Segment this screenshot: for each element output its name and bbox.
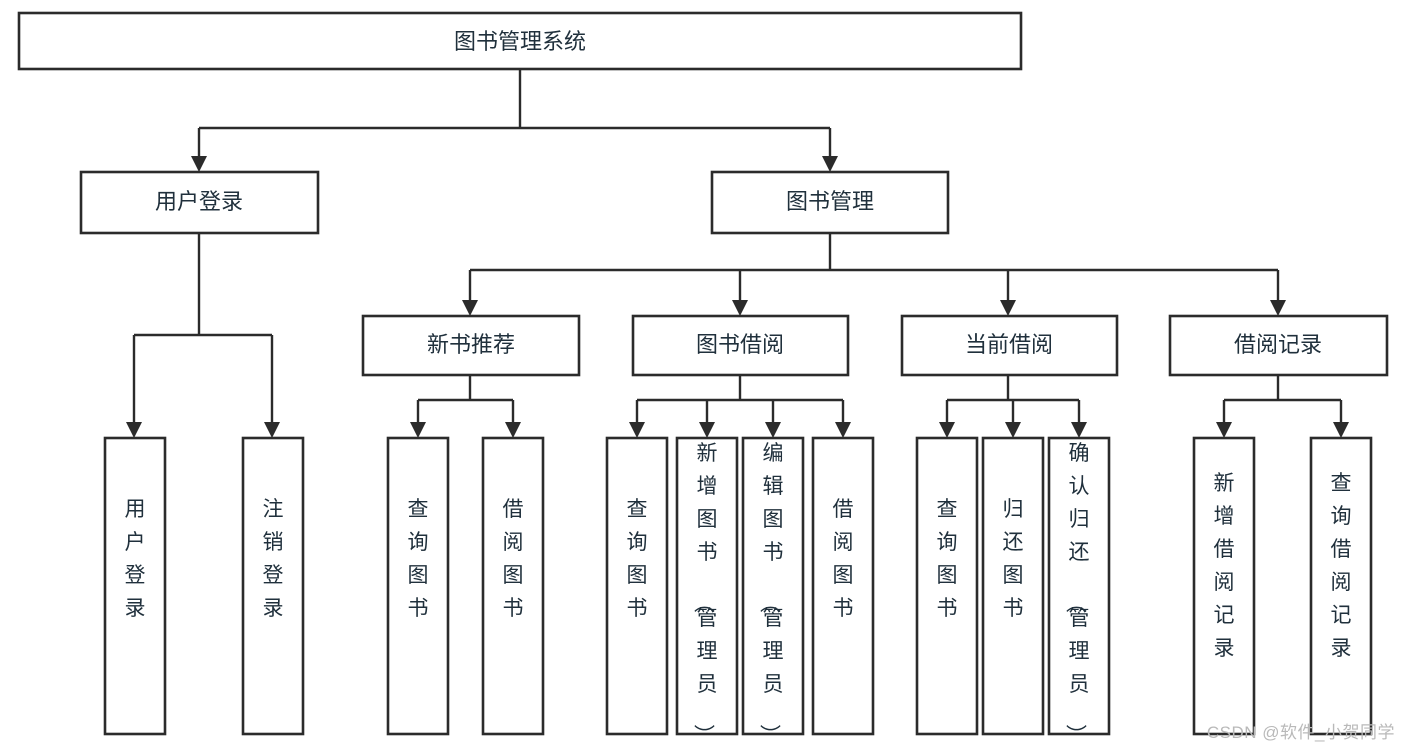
leaf-query-book-1-box[interactable] xyxy=(386,436,450,736)
leaf-query-book-3-box[interactable] xyxy=(915,436,979,736)
node-leaf-query-book-3[interactable]: 查询图书 xyxy=(915,436,979,736)
leaf-edit-book-label: 编辑图书（管理员） xyxy=(758,442,784,745)
leaf-confirm-return-label: 确认归还（管理员） xyxy=(1064,442,1090,745)
node-book-management[interactable]: 图书管理 xyxy=(710,170,950,235)
leaf-query-book-1-label: 查询图书 xyxy=(408,498,429,620)
node-leaf-user-login[interactable]: 用户登录 xyxy=(103,436,167,736)
leaf-logout-login-box[interactable] xyxy=(241,436,305,736)
node-leaf-edit-book[interactable]: 编辑图书（管理员） xyxy=(741,436,805,745)
node-leaf-return-book[interactable]: 归还图书 xyxy=(981,436,1045,736)
leaf-user-login-box[interactable] xyxy=(103,436,167,736)
leaf-borrow-book-2-label: 借阅图书 xyxy=(833,498,854,620)
leaf-logout-login-label: 注销登录 xyxy=(263,498,284,620)
connector-borrow-record-to-leaves xyxy=(1216,375,1349,438)
leaf-query-book-2-box[interactable] xyxy=(605,436,669,736)
leaf-add-book-box[interactable] xyxy=(675,436,739,736)
current-borrow-box[interactable] xyxy=(900,314,1119,377)
node-leaf-query-borrow-record[interactable]: 查询借阅记录 xyxy=(1309,436,1373,736)
leaf-return-book-box[interactable] xyxy=(981,436,1045,736)
node-leaf-borrow-book-1[interactable]: 借阅图书 xyxy=(481,436,545,736)
connector-root-to-level2 xyxy=(191,69,838,172)
leaf-return-book-label: 归还图书 xyxy=(1003,498,1024,620)
new-book-recommend-box[interactable] xyxy=(361,314,581,377)
node-leaf-logout-login[interactable]: 注销登录 xyxy=(241,436,305,736)
node-root[interactable]: 图书管理系统 xyxy=(17,11,1023,71)
leaf-borrow-book-2-box[interactable] xyxy=(811,436,875,736)
book-borrow-label: 图书借阅 xyxy=(696,332,784,357)
leaf-add-borrow-record-box[interactable] xyxy=(1192,436,1256,736)
node-current-borrow[interactable]: 当前借阅 xyxy=(900,314,1119,377)
leaf-user-login-label: 用户登录 xyxy=(125,498,146,620)
leaf-query-borrow-record-box[interactable] xyxy=(1309,436,1373,736)
leaf-query-borrow-record-label: 查询借阅记录 xyxy=(1331,472,1352,660)
user-login-label: 用户登录 xyxy=(155,189,243,214)
leaf-edit-book-box[interactable] xyxy=(741,436,805,736)
leaf-add-borrow-record-label: 新增借阅记录 xyxy=(1214,472,1235,660)
new-book-recommend-label: 新书推荐 xyxy=(427,332,515,357)
node-leaf-borrow-book-2[interactable]: 借阅图书 xyxy=(811,436,875,736)
connector-current-borrow-to-leaves xyxy=(939,375,1087,438)
borrow-record-label: 借阅记录 xyxy=(1234,332,1322,357)
root-label: 图书管理系统 xyxy=(454,29,586,54)
node-leaf-add-book[interactable]: 新增图书（管理员） xyxy=(675,436,739,745)
book-management-label: 图书管理 xyxy=(786,189,874,214)
node-leaf-add-borrow-record[interactable]: 新增借阅记录 xyxy=(1192,436,1256,736)
connector-book-management-to-level3 xyxy=(462,233,1286,316)
node-leaf-confirm-return[interactable]: 确认归还（管理员） xyxy=(1047,436,1111,745)
node-leaf-query-book-1[interactable]: 查询图书 xyxy=(386,436,450,736)
leaf-confirm-return-box[interactable] xyxy=(1047,436,1111,736)
current-borrow-label: 当前借阅 xyxy=(965,332,1053,357)
leaf-borrow-book-1-label: 借阅图书 xyxy=(503,498,524,620)
connector-user-login-to-leaves xyxy=(126,233,280,438)
node-leaf-query-book-2[interactable]: 查询图书 xyxy=(605,436,669,736)
node-borrow-record[interactable]: 借阅记录 xyxy=(1168,314,1389,377)
connector-book-borrow-to-leaves xyxy=(629,375,851,438)
node-new-book-recommend[interactable]: 新书推荐 xyxy=(361,314,581,377)
connectors-group xyxy=(126,69,1349,438)
user-login-box[interactable] xyxy=(79,170,320,235)
node-user-login[interactable]: 用户登录 xyxy=(79,170,320,235)
leaf-query-book-3-label: 查询图书 xyxy=(937,498,958,620)
leaf-borrow-book-1-box[interactable] xyxy=(481,436,545,736)
connector-new-book-recommend-to-leaves xyxy=(410,375,521,438)
borrow-record-box[interactable] xyxy=(1168,314,1389,377)
book-management-box[interactable] xyxy=(710,170,950,235)
csdn-watermark: CSDN @软件_小贺同学 xyxy=(1206,723,1395,742)
node-book-borrow[interactable]: 图书借阅 xyxy=(631,314,850,377)
root-box[interactable] xyxy=(17,11,1023,71)
leaf-query-book-2-label: 查询图书 xyxy=(627,498,648,620)
book-borrow-box[interactable] xyxy=(631,314,850,377)
leaf-add-book-label: 新增图书（管理员） xyxy=(692,442,718,745)
